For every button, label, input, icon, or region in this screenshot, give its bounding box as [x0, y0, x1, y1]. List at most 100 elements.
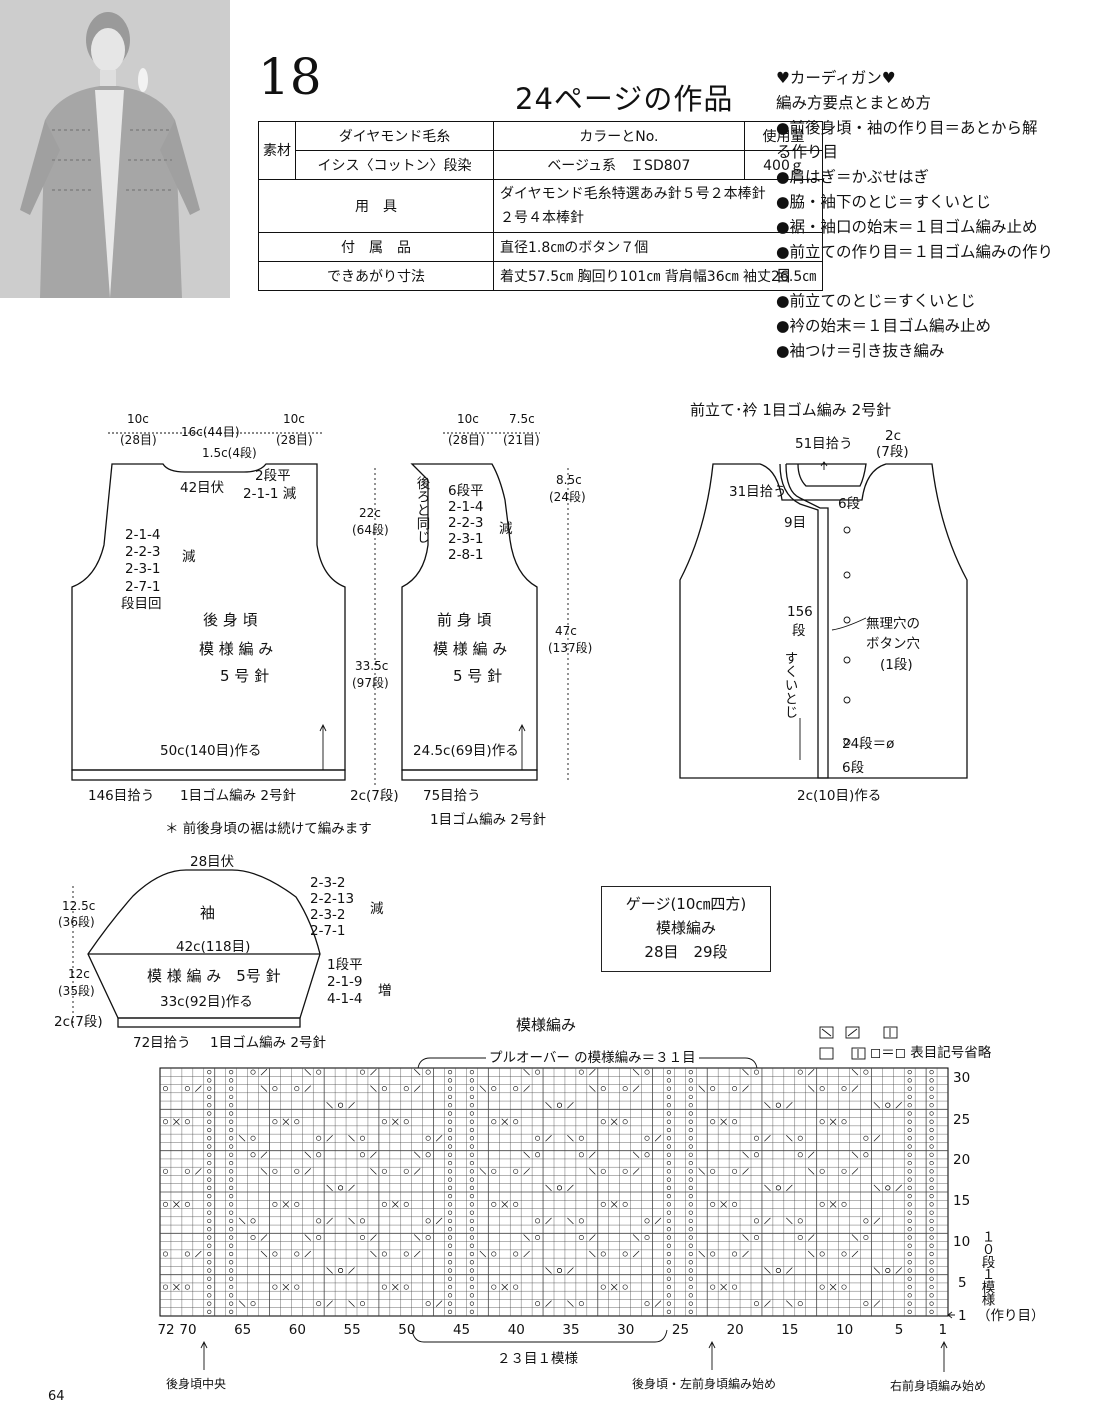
sleeve-inc-label: 増	[378, 983, 392, 999]
back-height-rib: 2c(7段)	[350, 788, 399, 804]
chart-symbol	[173, 1201, 180, 1208]
chart-symbol	[720, 1283, 727, 1291]
chart-symbol	[873, 1184, 881, 1192]
chart-symbol	[688, 1276, 693, 1281]
chart-symbol	[316, 1301, 322, 1307]
chart-symbol	[578, 1152, 584, 1158]
chart-symbol	[184, 1086, 190, 1092]
chart-symbol	[807, 1085, 815, 1092]
chart-symbol	[764, 1300, 771, 1307]
instruction-line: ●肩はぎ＝かぶせはぎ	[776, 168, 930, 187]
chart-symbol	[392, 1201, 399, 1208]
chart-symbol	[578, 1069, 584, 1075]
chart-symbol	[907, 1111, 912, 1116]
chart-symbol	[666, 1111, 672, 1116]
chart-symbol	[469, 1169, 475, 1174]
chart-symbol	[304, 1168, 311, 1175]
page-reference: 24ページの作品	[515, 82, 734, 116]
chart-symbol	[929, 1251, 934, 1257]
chart-symbol	[622, 1086, 628, 1092]
chart-symbol	[907, 1194, 912, 1199]
chart-symbol	[863, 1069, 869, 1075]
chart-symbol	[929, 1103, 934, 1108]
chart-symbol	[666, 1119, 672, 1124]
chart-symbol	[907, 1260, 912, 1265]
chart-symbol	[775, 1102, 781, 1108]
chart-symbol	[491, 1251, 497, 1257]
gauge-title: ゲージ(10㎝四方)	[625, 895, 747, 913]
chart-symbol	[895, 1267, 902, 1274]
chart-symbol	[272, 1086, 278, 1092]
chart-symbol	[229, 1251, 234, 1257]
chart-symbol	[567, 1101, 574, 1109]
chart-symbol	[370, 1250, 377, 1258]
chart-symbol	[851, 1250, 859, 1258]
front-needle: 5 号 針	[453, 667, 503, 685]
chart-symbol	[207, 1078, 212, 1083]
front-pickup: 75目拾う	[423, 788, 481, 804]
chart-title: 模様編み	[516, 1016, 577, 1034]
sleeve-stitch: 模 様 編 み 5号 針	[147, 967, 281, 985]
chart-symbol	[666, 1103, 672, 1108]
chart-symbol	[578, 1218, 584, 1224]
chart-symbol	[807, 1168, 815, 1175]
chart-symbol	[207, 1251, 212, 1257]
chart-symbol	[654, 1217, 662, 1225]
chart-symbol	[688, 1268, 693, 1273]
chart-symbol	[238, 1300, 246, 1307]
back-note: ＊ 前後身頃の裾は続けて編みます	[165, 821, 372, 837]
chart-symbol	[666, 1276, 672, 1281]
sleeve-height-rib: 2c(7段)	[54, 1014, 103, 1030]
chart-symbol	[797, 1135, 803, 1141]
chart-symbol	[229, 1144, 234, 1149]
chart-symbol	[359, 1069, 365, 1075]
chart-symbol	[666, 1078, 672, 1083]
chart-symbol	[238, 1217, 246, 1225]
chart-symbol	[666, 1260, 672, 1265]
chart-symbol	[413, 1168, 421, 1175]
chart-symbol	[929, 1210, 934, 1215]
chart-symbol	[929, 1260, 934, 1265]
chart-symbol	[851, 1234, 859, 1241]
chart-symbol	[229, 1103, 234, 1108]
chart-col-label: 25	[671, 1322, 690, 1338]
chart-symbol	[929, 1086, 934, 1091]
chart-symbol	[666, 1243, 672, 1248]
chart-symbol	[907, 1078, 912, 1083]
chart-symbol	[654, 1135, 662, 1142]
chart-symbol	[644, 1069, 650, 1075]
chart-symbol	[229, 1301, 234, 1306]
chart-symbol	[819, 1119, 825, 1125]
chart-symbol	[469, 1078, 475, 1083]
chart-symbol	[523, 1168, 530, 1175]
chart-row-label: 1	[958, 1308, 967, 1324]
chart-symbol	[338, 1185, 344, 1191]
chart-row-repeat: １０段１模様	[978, 1230, 995, 1305]
chart-symbol	[764, 1135, 771, 1142]
chart-symbol	[162, 1086, 168, 1092]
sleeve-pickup: 72目拾う	[133, 1035, 191, 1051]
back-outline	[71, 463, 346, 771]
chart-symbol	[666, 1185, 672, 1190]
chart-symbol	[513, 1251, 519, 1257]
chart-symbol	[688, 1169, 693, 1174]
instruction-line: ●衿の始末＝１目ゴム編み止め	[776, 316, 992, 335]
chart-front-start: 右前身頃編み始め	[890, 1379, 987, 1393]
chart-symbol	[370, 1234, 377, 1241]
chart-symbol	[403, 1251, 409, 1257]
chart-symbol	[469, 1103, 475, 1108]
chart-symbol	[447, 1127, 453, 1133]
chart-back-start: 後身頃・左前身頃編み始め	[632, 1377, 777, 1391]
chart-symbol	[622, 1119, 628, 1125]
chart-symbol	[403, 1201, 409, 1207]
chart-symbol	[195, 1085, 202, 1092]
chart-symbol	[316, 1069, 322, 1075]
chart-symbol	[929, 1301, 934, 1306]
chart-symbol	[260, 1151, 268, 1159]
chart-repeat-bottom: ２３目１模様	[497, 1351, 578, 1367]
chart-symbol	[929, 1119, 934, 1124]
band-collar-h-b: (7段)	[876, 444, 909, 460]
instruction-line: 編み方要点とまとめ方	[776, 93, 932, 112]
size-label: できあがり寸法	[258, 261, 494, 291]
chart-symbol	[207, 1284, 212, 1290]
